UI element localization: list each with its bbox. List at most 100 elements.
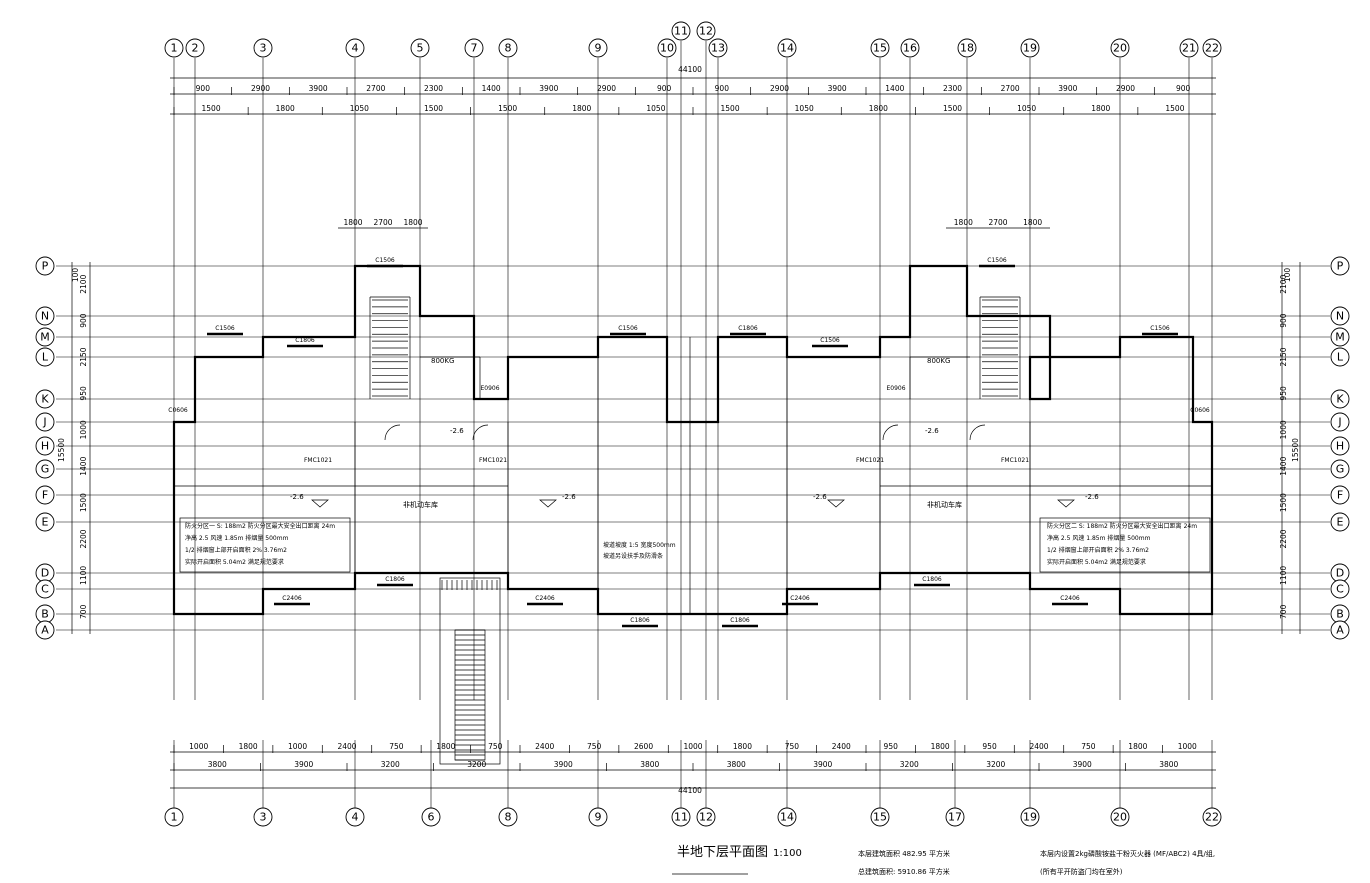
dim-label-bottom-1: 1800 xyxy=(436,742,455,751)
level-mark: -2.6 xyxy=(562,493,576,501)
dim-label-top-1: 900 xyxy=(657,84,672,93)
window-tag: C1806 xyxy=(730,617,750,624)
window-tag: C1506 xyxy=(987,257,1007,264)
axis-label-left: H xyxy=(41,440,49,453)
dim-label-top-1: 900 xyxy=(1176,84,1191,93)
dim-label-stair: 1800 xyxy=(954,218,973,227)
dim-label-bottom-1: 750 xyxy=(587,742,602,751)
axis-label-bottom: 11 xyxy=(674,811,688,824)
axis-label-top: 10 xyxy=(660,42,674,55)
dim-label-stair: 1800 xyxy=(343,218,362,227)
left-total-dim: 15500 xyxy=(57,438,66,462)
elevator-label-right: 800KG xyxy=(927,357,950,365)
axis-bubble-bottom xyxy=(253,807,273,827)
axis-bubble-right xyxy=(1330,327,1350,347)
axis-label-right: A xyxy=(1336,624,1344,637)
dim-label-bottom-1: 1000 xyxy=(683,742,702,751)
dim-label-bottom-1: 750 xyxy=(1081,742,1096,751)
axis-bubble-left xyxy=(35,389,55,409)
axis-bubble-right xyxy=(1330,389,1350,409)
overall-dim-top: 44100 xyxy=(678,65,702,74)
axis-bubble-left xyxy=(35,436,55,456)
level-mark: -2.6 xyxy=(925,427,939,435)
axis-bubble-top xyxy=(777,38,797,58)
dim-label-bottom-1: 2400 xyxy=(535,742,554,751)
dim-label-top-2: 1800 xyxy=(1091,104,1110,113)
axis-bubble-bottom xyxy=(421,807,441,827)
axis-label-left: F xyxy=(42,489,48,502)
axis-label-left: N xyxy=(41,310,49,323)
axis-label-top: 19 xyxy=(1023,42,1037,55)
window-tag: C1806 xyxy=(295,337,315,344)
axis-bubble-bottom xyxy=(1110,807,1130,827)
axis-label-top: 7 xyxy=(471,42,478,55)
axis-bubble-top xyxy=(253,38,273,58)
dim-label-top-1: 900 xyxy=(196,84,211,93)
extinguisher-note: 本层内设置2kg磷酸铵盐干粉灭火器 (MF/ABC2) 4具/组, xyxy=(1040,849,1215,858)
fire-zone-box xyxy=(1039,517,1211,573)
room-label-right-corridor: 非机动车库 xyxy=(927,500,962,509)
axis-label-left: E xyxy=(42,516,49,529)
dim-label-bottom-2: 3800 xyxy=(727,760,746,769)
dim-label-right: 700 xyxy=(1279,604,1288,619)
dim-label-bottom-1: 1000 xyxy=(288,742,307,751)
axis-bubble-left xyxy=(35,512,55,532)
axis-bubble-bottom xyxy=(164,807,184,827)
axis-bubble-left xyxy=(35,327,55,347)
total-area-note: 总建筑面积: 5910.86 平方米 xyxy=(858,867,950,876)
axis-bubble-top xyxy=(870,38,890,58)
drawing-title: 半地下层平面图 xyxy=(677,845,768,860)
dim-label-bottom-2: 3200 xyxy=(986,760,1005,769)
dim-label-right: 950 xyxy=(1279,386,1288,401)
axis-bubble-top xyxy=(1202,38,1222,58)
axis-label-top: 4 xyxy=(352,42,359,55)
axis-bubble-bottom xyxy=(498,807,518,827)
axis-bubble-bottom xyxy=(671,807,691,827)
dim-label-right: 2200 xyxy=(1279,529,1288,548)
axis-label-left: J xyxy=(42,416,46,429)
dim-label-left: 1000 xyxy=(79,420,88,439)
axis-label-right: J xyxy=(1337,416,1341,429)
axis-bubble-left xyxy=(35,412,55,432)
dim-label-left: 1500 xyxy=(79,493,88,512)
dim-label-bottom-1: 1800 xyxy=(733,742,752,751)
dim-label-bottom-2: 3900 xyxy=(813,760,832,769)
axis-label-bottom: 14 xyxy=(780,811,794,824)
axis-label-top: 21 xyxy=(1182,42,1196,55)
dim-label-top-2: 1500 xyxy=(721,104,740,113)
plan-text: 半地下层平面图 1:100 本层建筑面积 482.95 平方米 总建筑面积: 5… xyxy=(57,65,1300,876)
door-swing xyxy=(472,424,489,441)
axis-label-right: F xyxy=(1337,489,1343,502)
dim-label-top-1: 2900 xyxy=(251,84,270,93)
dim-label-bottom-2: 3800 xyxy=(1159,760,1178,769)
fire-zone-left-line: 1/2 排烟窗上部开启面积 2% 3.76m2 xyxy=(185,546,287,554)
dim-label-bottom-1: 950 xyxy=(982,742,997,751)
dim-label-stair: 1800 xyxy=(403,218,422,227)
dim-label-bottom-2: 3200 xyxy=(900,760,919,769)
axis-bubble-top xyxy=(345,38,365,58)
axis-label-top: 18 xyxy=(960,42,974,55)
axis-label-top: 2 xyxy=(192,42,199,55)
dim-label-top-1: 2900 xyxy=(770,84,789,93)
axis-bubble-bottom xyxy=(1202,807,1222,827)
dim-label-top-2: 1500 xyxy=(498,104,517,113)
dim-label-bottom-1: 950 xyxy=(884,742,899,751)
axis-label-left: G xyxy=(41,463,50,476)
axis-bubble-bottom xyxy=(696,807,716,827)
door-note: (所有平开防盗门均在室外) xyxy=(1040,867,1123,876)
axis-bubble-top xyxy=(498,38,518,58)
axis-label-left: A xyxy=(41,624,49,637)
axis-label-top: 16 xyxy=(903,42,917,55)
dim-label-right: 1400 xyxy=(1279,456,1288,475)
axis-label-left: K xyxy=(41,393,49,406)
axis-bubble-right xyxy=(1330,412,1350,432)
dim-label-left: 950 xyxy=(79,386,88,401)
center-ramp-note: 坡道另设扶手及防滑条 xyxy=(603,552,663,560)
dim-label-top-1: 900 xyxy=(715,84,730,93)
door-tag: FMC1021 xyxy=(304,457,332,464)
axis-bubble-left xyxy=(35,347,55,367)
axis-label-right: H xyxy=(1336,440,1344,453)
door-swing xyxy=(969,424,986,441)
dim-label-bottom-2: 3900 xyxy=(294,760,313,769)
